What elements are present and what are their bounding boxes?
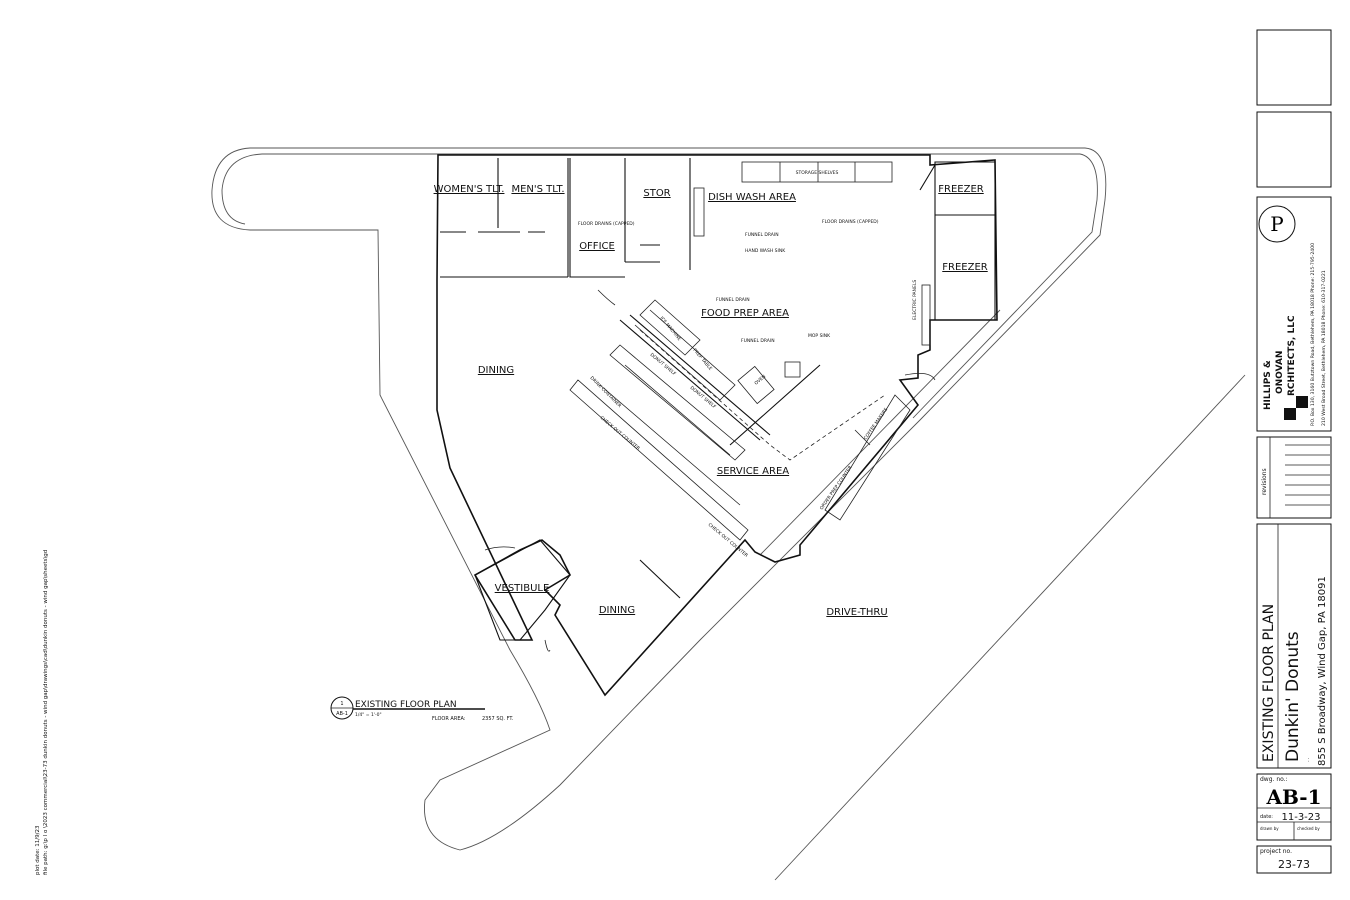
vestibule-walls: [474, 539, 571, 641]
room-womens-tlt: WOMEN'S TLT.: [434, 184, 505, 195]
dwg-no-label: dwg. no.:: [1260, 776, 1288, 783]
note-mop-sink: MOP SINK: [808, 333, 831, 339]
project-no-block: [1256, 845, 1332, 874]
logo-letter-p: [1284, 408, 1296, 420]
room-dish-wash: DISH WASH AREA: [708, 192, 796, 203]
revisions-block: [1256, 436, 1332, 519]
oven: [737, 365, 775, 405]
dining-partition: [639, 559, 681, 599]
prep-line-wall: [619, 314, 821, 446]
blank-box-1: [1256, 29, 1332, 106]
note-funnel-drain-3: FUNNEL DRAIN: [741, 338, 775, 344]
donut-shelves: [609, 344, 746, 461]
note-floor-drains-2: FLOOR DRAINS (CAPPED): [822, 219, 879, 225]
note-oven: OVEN: [753, 374, 767, 387]
freezer-walls: [919, 161, 996, 321]
firm-logo: P: [1258, 205, 1296, 243]
detail-number: 1: [340, 701, 343, 707]
date-value: 11-3-23: [1281, 812, 1320, 823]
prep-table: [634, 299, 736, 401]
building-exterior-wall: [436, 154, 998, 697]
firm-address-1: P.O. Box 130, 3160 Butztown Road, Bethle…: [1310, 243, 1316, 426]
note-check-out-2: CHECK OUT COUNTER: [707, 522, 749, 559]
site-inner-line: [221, 153, 1098, 419]
storage-shelves: [741, 161, 893, 183]
firm-name-3: RCHITECTS, LLC: [1287, 315, 1297, 396]
detail-sheet: AB-1: [336, 711, 348, 717]
project-title-block: [1256, 523, 1332, 769]
room-food-prep: FOOD PREP AREA: [701, 308, 789, 319]
room-freezer-1: FREEZER: [938, 184, 984, 195]
note-hand-wash-sink: HAND WASH SINK: [745, 248, 786, 254]
room-dining-1: DINING: [478, 365, 514, 376]
revisions-label: revisions: [1261, 468, 1268, 495]
svg-text:P: P: [1270, 212, 1283, 236]
office-stor-walls: [569, 158, 691, 278]
dish-wash-sink: [693, 187, 705, 237]
check-out-counter: [569, 379, 749, 541]
drive-thru-lane-line: [759, 309, 1001, 556]
room-mens-tlt: MEN'S TLT.: [511, 184, 564, 195]
project-no-label: project no.: [1260, 848, 1292, 855]
logo-letter-d: [1296, 396, 1308, 408]
order-prep-counter: [824, 394, 911, 521]
project-address: 855 S Broadway, Wind Gap, PA 18091: [1317, 576, 1328, 766]
blank-box-2: [1256, 111, 1332, 188]
file-path: file path: g:\p l o \2023 commercial\23-…: [43, 550, 49, 875]
service-area-outline: [639, 329, 886, 461]
plan-scale: 1/4" = 1'-0": [355, 712, 382, 718]
electric-panels: [921, 284, 931, 346]
firm-block: [1256, 196, 1332, 432]
room-office: OFFICE: [579, 241, 615, 252]
firm-name-2: ONOVAN: [1275, 351, 1285, 394]
room-freezer-2: FREEZER: [942, 262, 988, 273]
note-storage-shelves: STORAGE SHELVES: [796, 170, 839, 176]
firm-address-2: 210 West Broad Street, Bethlehem, PA 180…: [1321, 270, 1327, 426]
site-boundary: [211, 147, 1107, 851]
note-funnel-drain-1: FUNNEL DRAIN: [745, 232, 779, 238]
drive-thru-edge-line: [774, 374, 1246, 881]
floor-area-value: 2357 SQ. FT.: [482, 716, 514, 722]
note-check-out-1: CHECK OUT COUNTER: [599, 415, 641, 452]
note-donut-shelf-1: DONUT SHELF: [649, 352, 678, 377]
plot-date: plot date: 11/9/23: [35, 825, 41, 875]
note-funnel-drain-2: FUNNEL DRAIN: [716, 297, 750, 303]
date-label: date:: [1260, 814, 1273, 820]
drawing-title: EXISTING FLOOR PLAN: [1261, 604, 1277, 762]
restroom-walls: [440, 158, 569, 278]
dwg-no: AB-1: [1265, 785, 1321, 809]
plan-title: EXISTING FLOOR PLAN: [355, 700, 457, 710]
note-ice-machine: ICE MACHINE: [658, 315, 682, 342]
note-floor-drains-1: FLOOR DRAINS (CAPPED): [578, 221, 635, 227]
checked-by-label: checked by: [1297, 826, 1320, 831]
mop-sink: [784, 361, 801, 378]
door-swing: [484, 289, 936, 652]
note-prep-table: PREP TABLE: [691, 347, 713, 371]
room-vestibule: VESTIBULE: [495, 583, 550, 594]
room-service: SERVICE AREA: [717, 466, 789, 477]
room-drive-thru: DRIVE-THRU: [826, 607, 887, 618]
drawn-by-label: drawn by: [1260, 826, 1279, 831]
firm-name-1: HILLIPS &: [1263, 360, 1273, 410]
project-name: Dunkin' Donuts: [1283, 631, 1303, 762]
note-electric-panels: ELECTRIC PANELS: [912, 280, 918, 320]
room-dining-2: DINING: [599, 605, 635, 616]
floor-area-label: FLOOR AREA:: [432, 716, 466, 722]
project-dash: - -: [1306, 757, 1311, 762]
project-no-value: 23-73: [1278, 858, 1310, 871]
room-stor: STOR: [643, 188, 670, 199]
